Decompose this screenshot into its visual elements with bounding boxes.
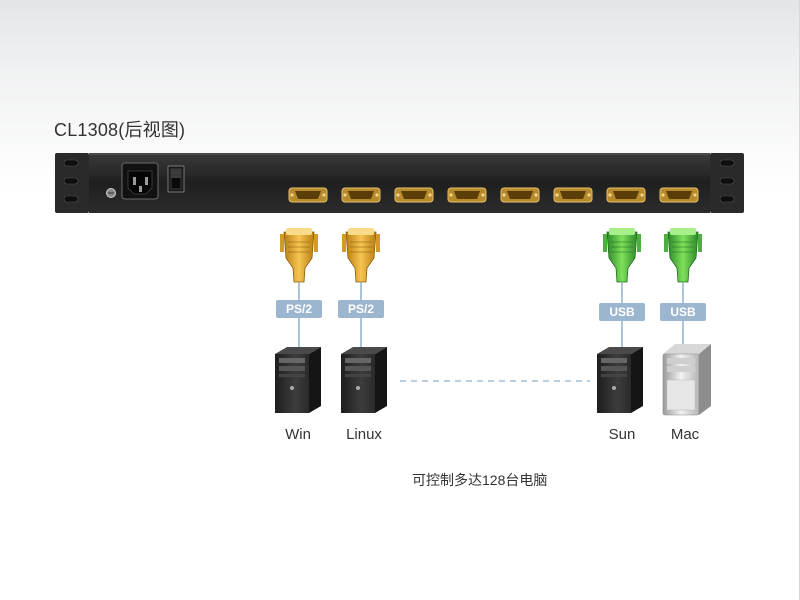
ground-screw-icon [106, 188, 116, 198]
cable-label-usb-2: USB [660, 303, 706, 321]
computer-label-win: Win [285, 426, 311, 443]
usb-cable-connector [603, 228, 641, 347]
console-port [447, 187, 487, 203]
console-port [606, 187, 646, 203]
port-row [288, 187, 699, 203]
tower-pc-icon [597, 347, 643, 413]
tower-pc-icon [275, 347, 321, 413]
console-port [288, 187, 328, 203]
computer-label-sun: Sun [608, 426, 636, 443]
computer-label-linux: Linux [346, 426, 382, 443]
cable-label-usb-1: USB [599, 303, 645, 321]
power-switch [167, 165, 185, 193]
computer-win [275, 347, 321, 413]
console-port [500, 187, 540, 203]
computer-mac [662, 344, 711, 416]
console-port [553, 187, 593, 203]
console-port [394, 187, 434, 203]
tower-pc-icon [341, 347, 387, 413]
power-inlet-icon [121, 162, 159, 200]
mac-pro-icon [662, 344, 711, 416]
device-title: CL1308(后视图) [54, 120, 186, 140]
ps2-cable-connector [342, 228, 380, 347]
computer-sun [597, 347, 643, 413]
rack-ear-left [55, 153, 89, 213]
capacity-caption: 可控制多达128台电脑 [412, 472, 548, 488]
kvm-rear-panel [89, 153, 710, 213]
ps2-cable-connector [280, 228, 318, 347]
cable-label-ps2-2: PS/2 [338, 300, 384, 318]
console-port [659, 187, 699, 203]
rack-ear-right [710, 153, 744, 213]
console-port [341, 187, 381, 203]
cable-row [280, 228, 702, 347]
computer-label-mac: Mac [670, 426, 700, 443]
cable-label-ps2-1: PS/2 [276, 300, 322, 318]
usb-cable-connector [664, 228, 702, 344]
computer-linux [341, 347, 387, 413]
